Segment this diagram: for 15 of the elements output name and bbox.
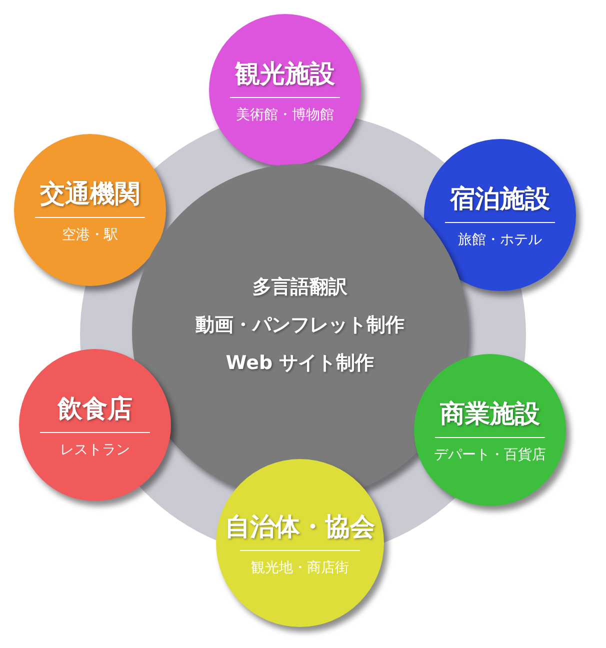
node-heading: 飲食店 [58,392,132,424]
node-subtext: 旅館・ホテル [458,230,542,248]
node-subtext: 観光地・商店街 [251,558,349,576]
node-subtext: レストラン [60,440,130,458]
node-heading: 商業施設 [440,398,540,430]
service-text: 多言語翻訳 [252,275,348,300]
node-subtext: 美術館・博物館 [236,106,334,124]
node-heading: 宿泊施設 [450,182,550,214]
service-text: 動画・パンフレット制作 [196,313,404,338]
service-text: Web サイト制作 [226,351,374,376]
node-subtext: デパート・百貨店 [434,446,546,464]
node-heading: 交通機関 [40,178,140,210]
node-heading: 自治体・協会 [225,510,375,542]
node-heading: 観光施設 [235,58,335,90]
node-subtext: 空港・駅 [62,226,118,244]
